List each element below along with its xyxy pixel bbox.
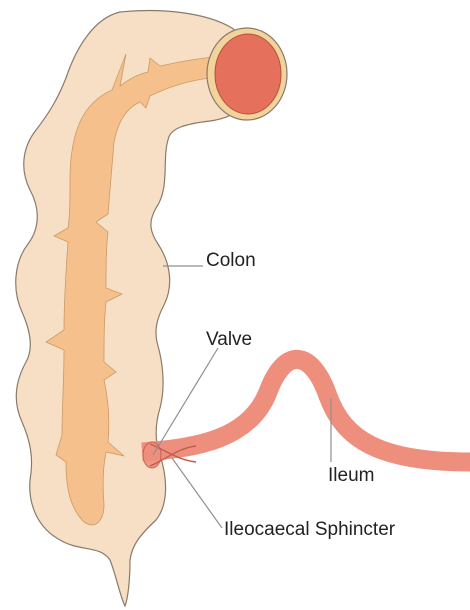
- colon-label: Colon: [206, 250, 256, 271]
- sphincter-label: Ileocaecal Sphincter: [224, 519, 396, 540]
- colon-cut-face: [215, 34, 281, 114]
- sphincter-leader-line: [172, 458, 222, 528]
- ileum-label: Ileum: [328, 465, 374, 486]
- valve-label: Valve: [206, 329, 252, 350]
